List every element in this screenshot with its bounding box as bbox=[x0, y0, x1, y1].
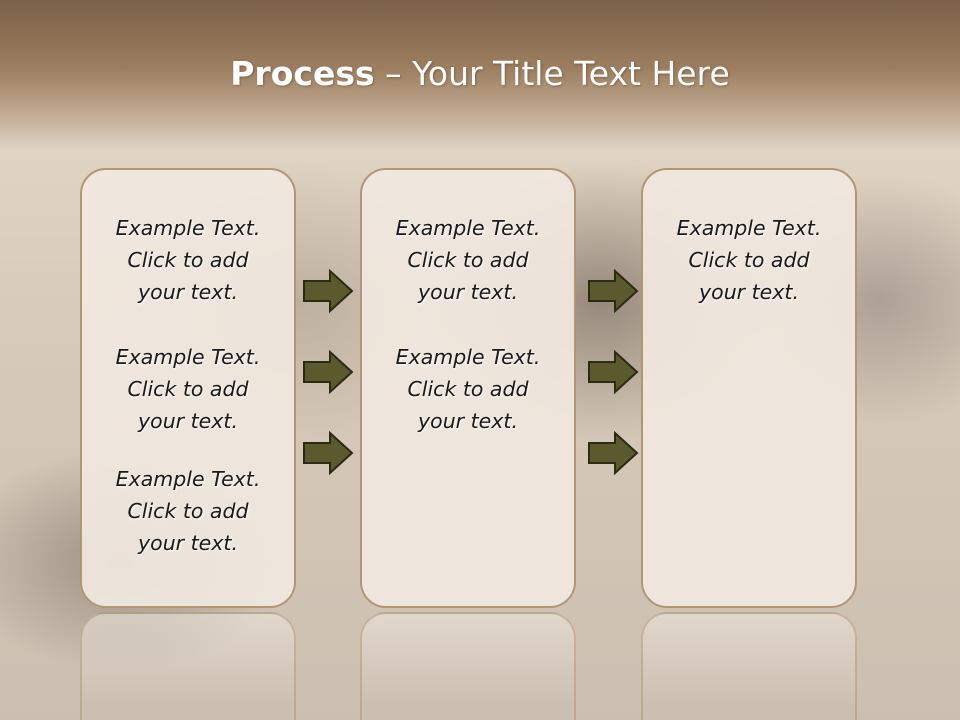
text-line: Click to add bbox=[127, 499, 249, 523]
text-line: Example Text. bbox=[676, 216, 822, 240]
text-line: Click to add bbox=[688, 248, 810, 272]
text-block[interactable]: Example Text. Click to add your text. bbox=[362, 341, 574, 437]
box-reflection bbox=[80, 612, 296, 720]
text-line: Click to add bbox=[127, 377, 249, 401]
process-box-1[interactable]: Example Text. Click to add your text. Ex… bbox=[80, 168, 296, 608]
text-line: your text. bbox=[138, 409, 238, 433]
text-block[interactable]: Example Text. Click to add your text. bbox=[82, 463, 294, 559]
box-reflection bbox=[641, 612, 857, 720]
text-line: Example Text. bbox=[395, 216, 541, 240]
title-rest-text: – Your Title Text Here bbox=[385, 54, 730, 93]
process-box-3[interactable]: Example Text. Click to add your text. bbox=[641, 168, 857, 608]
text-line: your text. bbox=[418, 409, 518, 433]
text-block[interactable]: Example Text. Click to add your text. bbox=[643, 212, 855, 308]
text-line: Example Text. bbox=[115, 216, 261, 240]
text-line: Click to add bbox=[127, 248, 249, 272]
right-arrow-icon bbox=[588, 350, 639, 394]
slide-title[interactable]: Process – Your Title Text Here bbox=[0, 52, 960, 96]
title-bold-text: Process bbox=[230, 54, 375, 93]
right-arrow-icon bbox=[303, 350, 354, 394]
text-line: Example Text. bbox=[115, 345, 261, 369]
right-arrow-icon bbox=[588, 431, 639, 475]
text-line: Click to add bbox=[407, 248, 529, 272]
text-line: Click to add bbox=[407, 377, 529, 401]
right-arrow-icon bbox=[303, 269, 354, 313]
text-line: Example Text. bbox=[115, 467, 261, 491]
text-block[interactable]: Example Text. Click to add your text. bbox=[82, 341, 294, 437]
title-band bbox=[0, 0, 960, 150]
text-line: your text. bbox=[699, 280, 799, 304]
process-box-2[interactable]: Example Text. Click to add your text. Ex… bbox=[360, 168, 576, 608]
right-arrow-icon bbox=[588, 269, 639, 313]
right-arrow-icon bbox=[303, 431, 354, 475]
text-block[interactable]: Example Text. Click to add your text. bbox=[82, 212, 294, 308]
box-reflection bbox=[360, 612, 576, 720]
text-line: Example Text. bbox=[395, 345, 541, 369]
text-block[interactable]: Example Text. Click to add your text. bbox=[362, 212, 574, 308]
text-line: your text. bbox=[138, 531, 238, 555]
text-line: your text. bbox=[138, 280, 238, 304]
text-line: your text. bbox=[418, 280, 518, 304]
